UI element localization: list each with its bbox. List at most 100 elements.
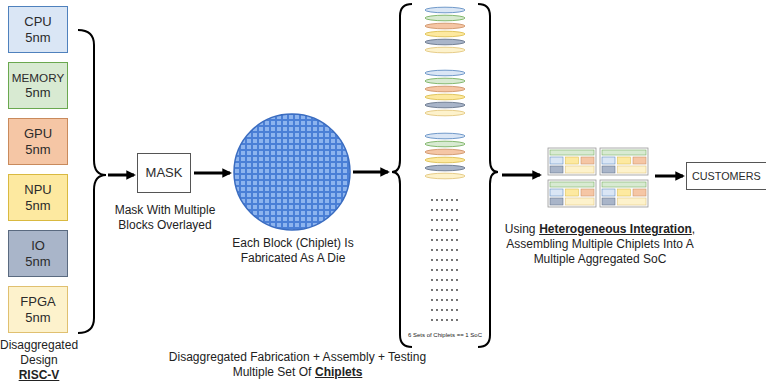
ellipsis-dot <box>446 199 448 201</box>
chiplet-oval <box>425 47 465 53</box>
ellipsis-dot <box>456 209 458 211</box>
ellipsis-dot <box>436 259 438 261</box>
soc-outline <box>600 148 648 175</box>
ellipsis-dot <box>456 249 458 251</box>
caption-group: Disaggregated Fabrication + Assembly + T… <box>150 350 445 380</box>
ellipsis-dot <box>431 299 433 301</box>
ellipsis-dot <box>446 239 448 241</box>
ellipsis-dot <box>451 229 453 231</box>
ellipsis-dot <box>441 279 443 281</box>
chiplet-cell <box>550 150 594 155</box>
box-text: CPU <box>24 14 51 30</box>
flow-arrow <box>502 174 540 177</box>
box-text: CUSTOMERS <box>692 170 761 183</box>
chiplet-cell <box>566 198 595 205</box>
chiplet-oval <box>425 15 465 21</box>
flow-arrow <box>353 171 388 174</box>
ellipsis-dot <box>431 199 433 201</box>
box-text: 5nm <box>25 142 50 158</box>
ellipsis-dot <box>446 279 448 281</box>
chiplet-oval <box>425 70 465 76</box>
ellipsis-dot <box>431 319 433 321</box>
chiplet-cell <box>550 166 563 173</box>
chiplet-oval <box>425 23 465 29</box>
ellipsis-dot <box>441 239 443 241</box>
caption-text: Using <box>505 222 536 236</box>
ellipsis-dot <box>431 269 433 271</box>
ellipsis-dot <box>436 209 438 211</box>
caption-text: 6 Sets of Chiplets == 1 SoC <box>408 332 482 338</box>
chiplet-cell <box>550 182 594 187</box>
ellipsis-dot <box>431 279 433 281</box>
chiplet-oval <box>425 94 465 100</box>
box-text: FPGA <box>20 294 55 310</box>
soc-outline <box>600 180 648 207</box>
soc-outline <box>548 148 596 175</box>
ellipsis-dot <box>456 199 458 201</box>
wafer <box>234 114 350 230</box>
ellipsis-dot <box>441 229 443 231</box>
ellipsis-dot <box>431 209 433 211</box>
ellipsis-dot <box>456 269 458 271</box>
chiplet-cell <box>602 150 646 155</box>
brace <box>392 4 412 347</box>
chiplet-cell <box>602 157 615 164</box>
ellipsis-dot <box>446 249 448 251</box>
chiplet-oval <box>425 110 465 116</box>
box-text: NPU <box>24 182 51 198</box>
ellipsis-dot <box>441 209 443 211</box>
box-text: 5nm <box>25 198 50 214</box>
chiplet-cell <box>633 189 646 196</box>
ellipsis-dot <box>436 299 438 301</box>
chiplet-oval <box>425 133 465 139</box>
component-box: CPU5nm <box>8 6 68 53</box>
chiplet-cell <box>581 157 594 164</box>
ellipsis-dot <box>436 319 438 321</box>
ellipsis-dot <box>451 219 453 221</box>
chiplet-cell <box>550 198 563 205</box>
chiplet-cell <box>581 189 594 196</box>
ellipsis-dot <box>446 229 448 231</box>
soc-thumbnail <box>548 148 596 175</box>
customers-box: CUSTOMERS <box>686 162 766 190</box>
chiplet-cell <box>550 157 563 164</box>
caption-text: RISC-V <box>0 368 78 383</box>
ellipsis-dot <box>451 259 453 261</box>
ellipsis-dot <box>446 209 448 211</box>
box-text: MASK <box>146 165 183 181</box>
component-box: MEMORY5nm <box>8 62 68 109</box>
ellipsis-dot <box>451 269 453 271</box>
soc-thumbnails <box>548 148 648 207</box>
box-text: IO <box>31 238 45 254</box>
ellipsis-dot <box>436 239 438 241</box>
caption-group: Mask With Multiple Blocks Overlayed <box>113 203 217 233</box>
ellipsis-dot <box>446 319 448 321</box>
component-box: FPGA5nm <box>8 286 68 333</box>
box-text: 5nm <box>25 310 50 326</box>
ellipsis-dot <box>431 309 433 311</box>
ellipsis-dot <box>441 249 443 251</box>
chiplet-cell <box>602 166 615 173</box>
chiplet-oval <box>425 149 465 155</box>
soc-thumbnail <box>600 180 648 207</box>
ellipsis-dot <box>441 319 443 321</box>
ellipsis-dot <box>456 229 458 231</box>
box-text: MEMORY <box>12 71 64 85</box>
chiplet-cell <box>618 157 631 164</box>
ellipsis-dot <box>441 299 443 301</box>
soc-thumbnail <box>600 148 648 175</box>
ellipsis-dot <box>451 249 453 251</box>
ellipsis-dot <box>441 289 443 291</box>
ellipsis-dot <box>436 289 438 291</box>
chiplet-oval <box>425 157 465 163</box>
ellipsis-dot <box>431 239 433 241</box>
ellipsis-dot <box>451 209 453 211</box>
ellipsis-dot <box>451 299 453 301</box>
ellipsis-dot <box>436 269 438 271</box>
ellipsis-dot <box>451 199 453 201</box>
caption-text: Chiplets <box>315 365 362 379</box>
flow-arrow <box>194 172 230 175</box>
ellipsis-dot <box>451 309 453 311</box>
ellipsis-dot <box>456 259 458 261</box>
